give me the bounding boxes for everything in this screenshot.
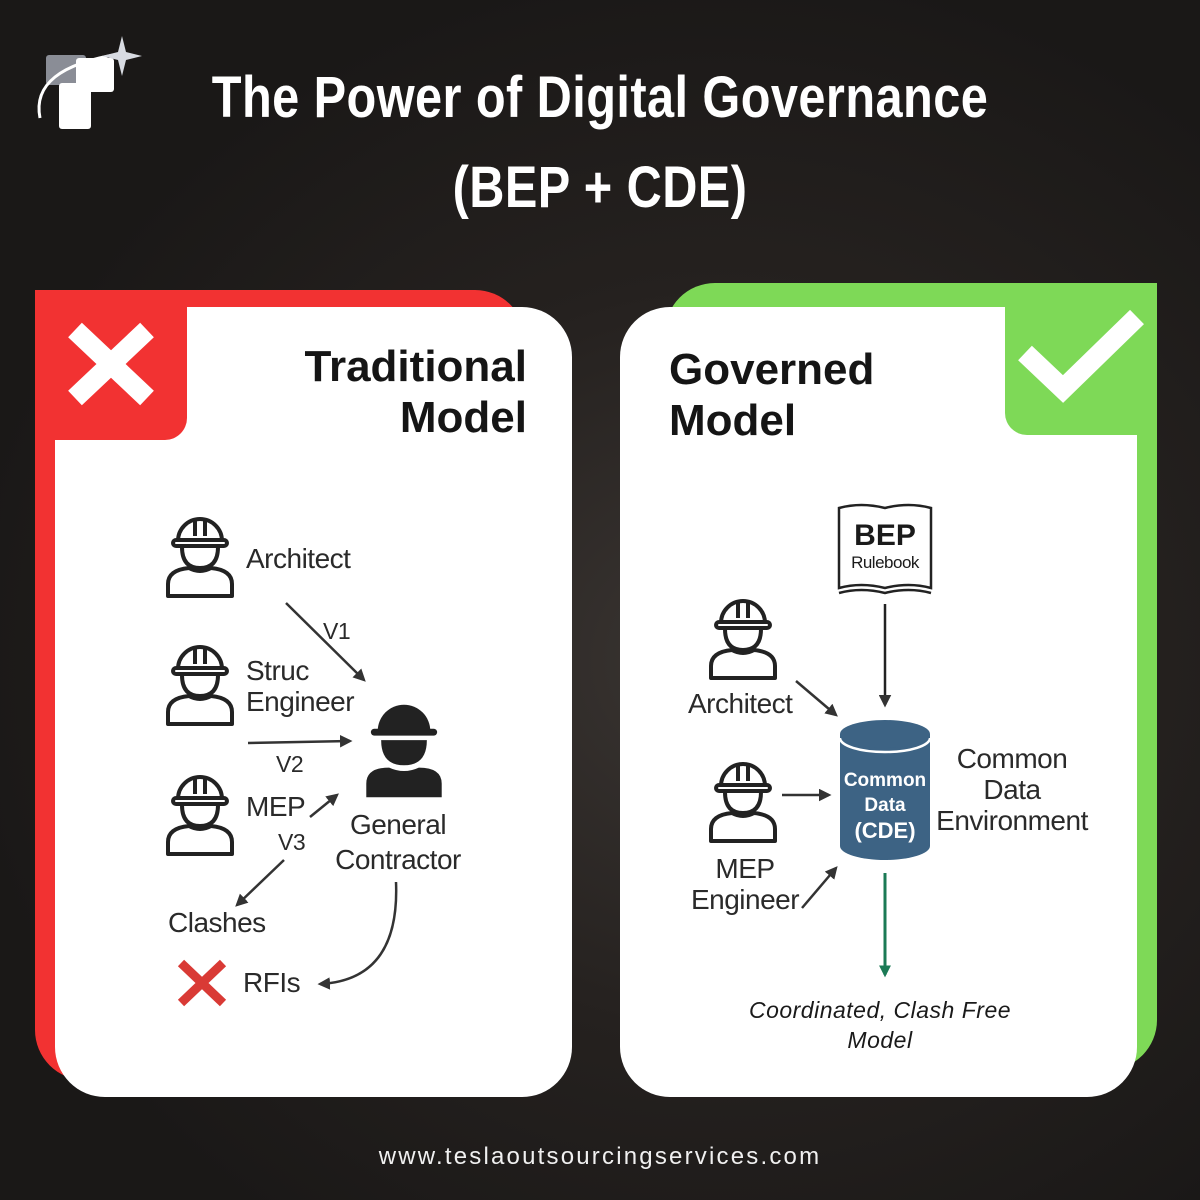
gc-label-line2: Contractor [335,844,461,875]
traditional-status-tab [35,290,187,440]
env-line2: Data [983,774,1041,805]
rulebook-label: Rulebook [851,553,919,572]
v3-label: V3 [278,829,306,855]
v2-label: V2 [276,751,304,777]
cde-database-icon [838,720,932,860]
result-line1: Coordinated, Clash Free [748,997,1012,1023]
traditional-heading: Traditional Model [305,341,527,443]
arrow-architect-to-gc [285,602,366,682]
title-line-1: The Power of Digital Governance [211,65,989,130]
cross-icon [68,322,154,406]
arrow-mep-to-gc [309,793,339,818]
governed-status-tab [1005,283,1157,435]
arrow-mep-engineer-to-cde [801,866,838,909]
cde-line2: Data [864,795,906,816]
clashes-label: Clashes [168,907,266,938]
arrow-gc-to-rfis [317,881,398,990]
traditional-heading-line2: Model [399,393,527,442]
website-link[interactable]: www.teslaoutsourcingservices.com [378,1143,822,1170]
mep-engineer-label: MEP Engineer [680,853,810,915]
governed-architect-label: Architect [688,688,793,719]
bep-rulebook-icon [837,503,933,595]
env-line3: Environment [936,805,1088,836]
company-logo [37,36,142,129]
arrow-architect-to-cde [795,680,838,717]
red-cross-icon [177,959,227,1007]
cde-line3: (CDE) [854,818,916,843]
env-line1: Common [956,743,1068,774]
cde-line1: Common [843,770,927,791]
struc-engineer-label: Struc Engineer [246,655,355,717]
struc-label-line1: Struc [246,655,309,686]
architect-label: Architect [246,543,351,574]
gc-label-line1: General [349,809,447,840]
arrow-struc-to-gc [247,734,353,748]
mep-engineer-line2: Engineer [690,884,800,915]
result-label: Coordinated, Clash Free Model [730,995,1030,1055]
general-contractor-label: General Contractor [318,807,478,877]
arrow-to-clashes [235,859,285,907]
struc-label-line2: Engineer [246,686,355,717]
governed-heading-line1: Governed [669,345,875,394]
mep-label: MEP [246,791,306,822]
governed-heading-line2: Model [669,396,797,445]
title-line-2: (BEP + CDE) [452,155,748,220]
rfis-label: RFIs [243,967,301,998]
governed-heading: Governed Model [669,344,874,446]
governed-model-card [620,307,1137,1097]
traditional-heading-line1: Traditional [304,342,527,391]
check-icon [1018,309,1144,403]
v1-label: V1 [323,618,351,644]
result-line2: Model [847,1027,913,1053]
bep-label: BEP [854,519,916,552]
mep-engineer-line1: MEP [715,853,775,884]
common-data-environment-label: Common Data Environment [932,743,1092,836]
cde-label: Common Data (CDE) [838,768,932,843]
